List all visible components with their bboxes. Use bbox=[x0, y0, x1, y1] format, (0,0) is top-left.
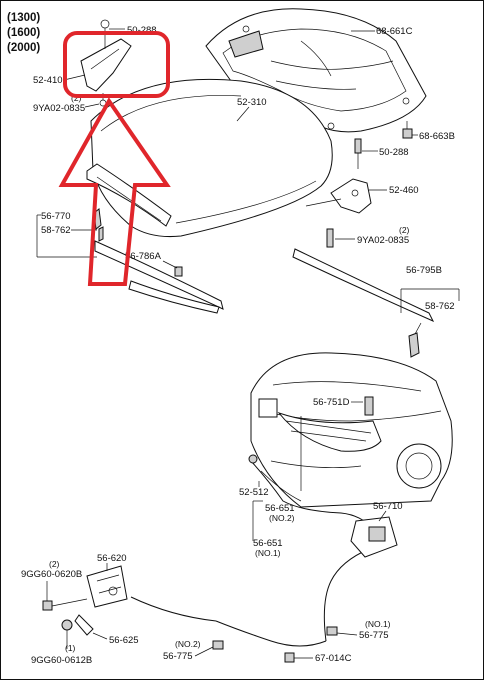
label-56-651-no1: 56-651 bbox=[253, 538, 283, 549]
bolt-9GG60-0620B bbox=[42, 598, 88, 611]
tag-56-775-no2: (NO.2) bbox=[175, 639, 201, 649]
tag-56-775-no1: (NO.1) bbox=[365, 619, 391, 629]
label-56-620: 56-620 bbox=[97, 553, 127, 564]
qty-9GG-bottom: (1) bbox=[65, 643, 76, 653]
label-56-775-no1: 56-775 bbox=[359, 630, 389, 641]
label-56-775-no2: 56-775 bbox=[163, 651, 193, 662]
hood-latch-drawing bbox=[350, 516, 398, 558]
label-56-651-no2: 56-651 bbox=[265, 503, 295, 514]
clip-56-775-no1 bbox=[326, 626, 338, 636]
label-9GG60-0620B: 9GG60-0620B bbox=[21, 569, 82, 580]
label-52-310: 52-310 bbox=[237, 97, 267, 108]
qty-9YA-right: (2) bbox=[399, 225, 410, 235]
hood-panel-drawing bbox=[90, 78, 333, 237]
label-52-410: 52-410 bbox=[33, 75, 63, 86]
engine-variant-1600: (1600) bbox=[7, 27, 40, 39]
label-52-460: 52-460 bbox=[389, 185, 419, 196]
label-56-795B: 56-795B bbox=[406, 265, 442, 276]
label-56-786A: 56-786A bbox=[125, 251, 162, 262]
clip-56-775-no2 bbox=[212, 640, 224, 650]
label-58-762-left: 58-762 bbox=[41, 225, 71, 236]
label-9YA02-0835-left: 9YA02-0835 bbox=[33, 103, 85, 114]
label-68-661C: 68-661C bbox=[376, 26, 413, 37]
highlight-arrow-up bbox=[58, 97, 171, 286]
label-52-512: 52-512 bbox=[239, 487, 269, 498]
clip-67-014C bbox=[284, 652, 295, 663]
cable-clip-56-625 bbox=[74, 614, 94, 636]
label-50-288-right: 50-288 bbox=[379, 147, 409, 158]
label-50-288-top: 50-288 bbox=[127, 25, 157, 36]
right-hinge-drawing bbox=[305, 138, 372, 248]
engine-variant-2000: (2000) bbox=[7, 42, 40, 54]
hood-front-trim-drawing bbox=[86, 163, 172, 227]
label-56-770: 56-770 bbox=[41, 211, 71, 222]
label-56-751D: 56-751D bbox=[313, 397, 350, 408]
seal-right-drawing bbox=[292, 248, 435, 358]
highlight-box bbox=[63, 31, 170, 98]
label-9YA02-0835-right: 9YA02-0835 bbox=[357, 235, 409, 246]
prop-rod-clip bbox=[364, 396, 374, 416]
tag-56-651-no2: (NO.2) bbox=[269, 513, 295, 523]
label-58-762-right: 58-762 bbox=[425, 301, 455, 312]
label-9GG60-0612B: 9GG60-0612B bbox=[31, 655, 92, 666]
release-handle-drawing bbox=[86, 565, 128, 608]
qty-9GG-top: (2) bbox=[49, 559, 60, 569]
left-hinge-drawing bbox=[80, 19, 132, 107]
label-68-663B: 68-663B bbox=[419, 131, 455, 142]
tag-56-651-no1: (NO.1) bbox=[255, 548, 281, 558]
label-67-014C: 67-014C bbox=[315, 653, 352, 664]
label-56-710: 56-710 bbox=[373, 501, 403, 512]
car-front-drawing bbox=[250, 352, 453, 508]
label-56-625: 56-625 bbox=[109, 635, 139, 646]
clip-68-663B-drawing bbox=[402, 121, 413, 139]
bolt-9GG60-0612B bbox=[61, 619, 73, 649]
release-cable-drawing bbox=[130, 454, 374, 647]
qty-9YA-left: (2) bbox=[71, 93, 82, 103]
clip-56-786A bbox=[174, 266, 183, 277]
engine-variant-1300: (1300) bbox=[7, 12, 40, 24]
